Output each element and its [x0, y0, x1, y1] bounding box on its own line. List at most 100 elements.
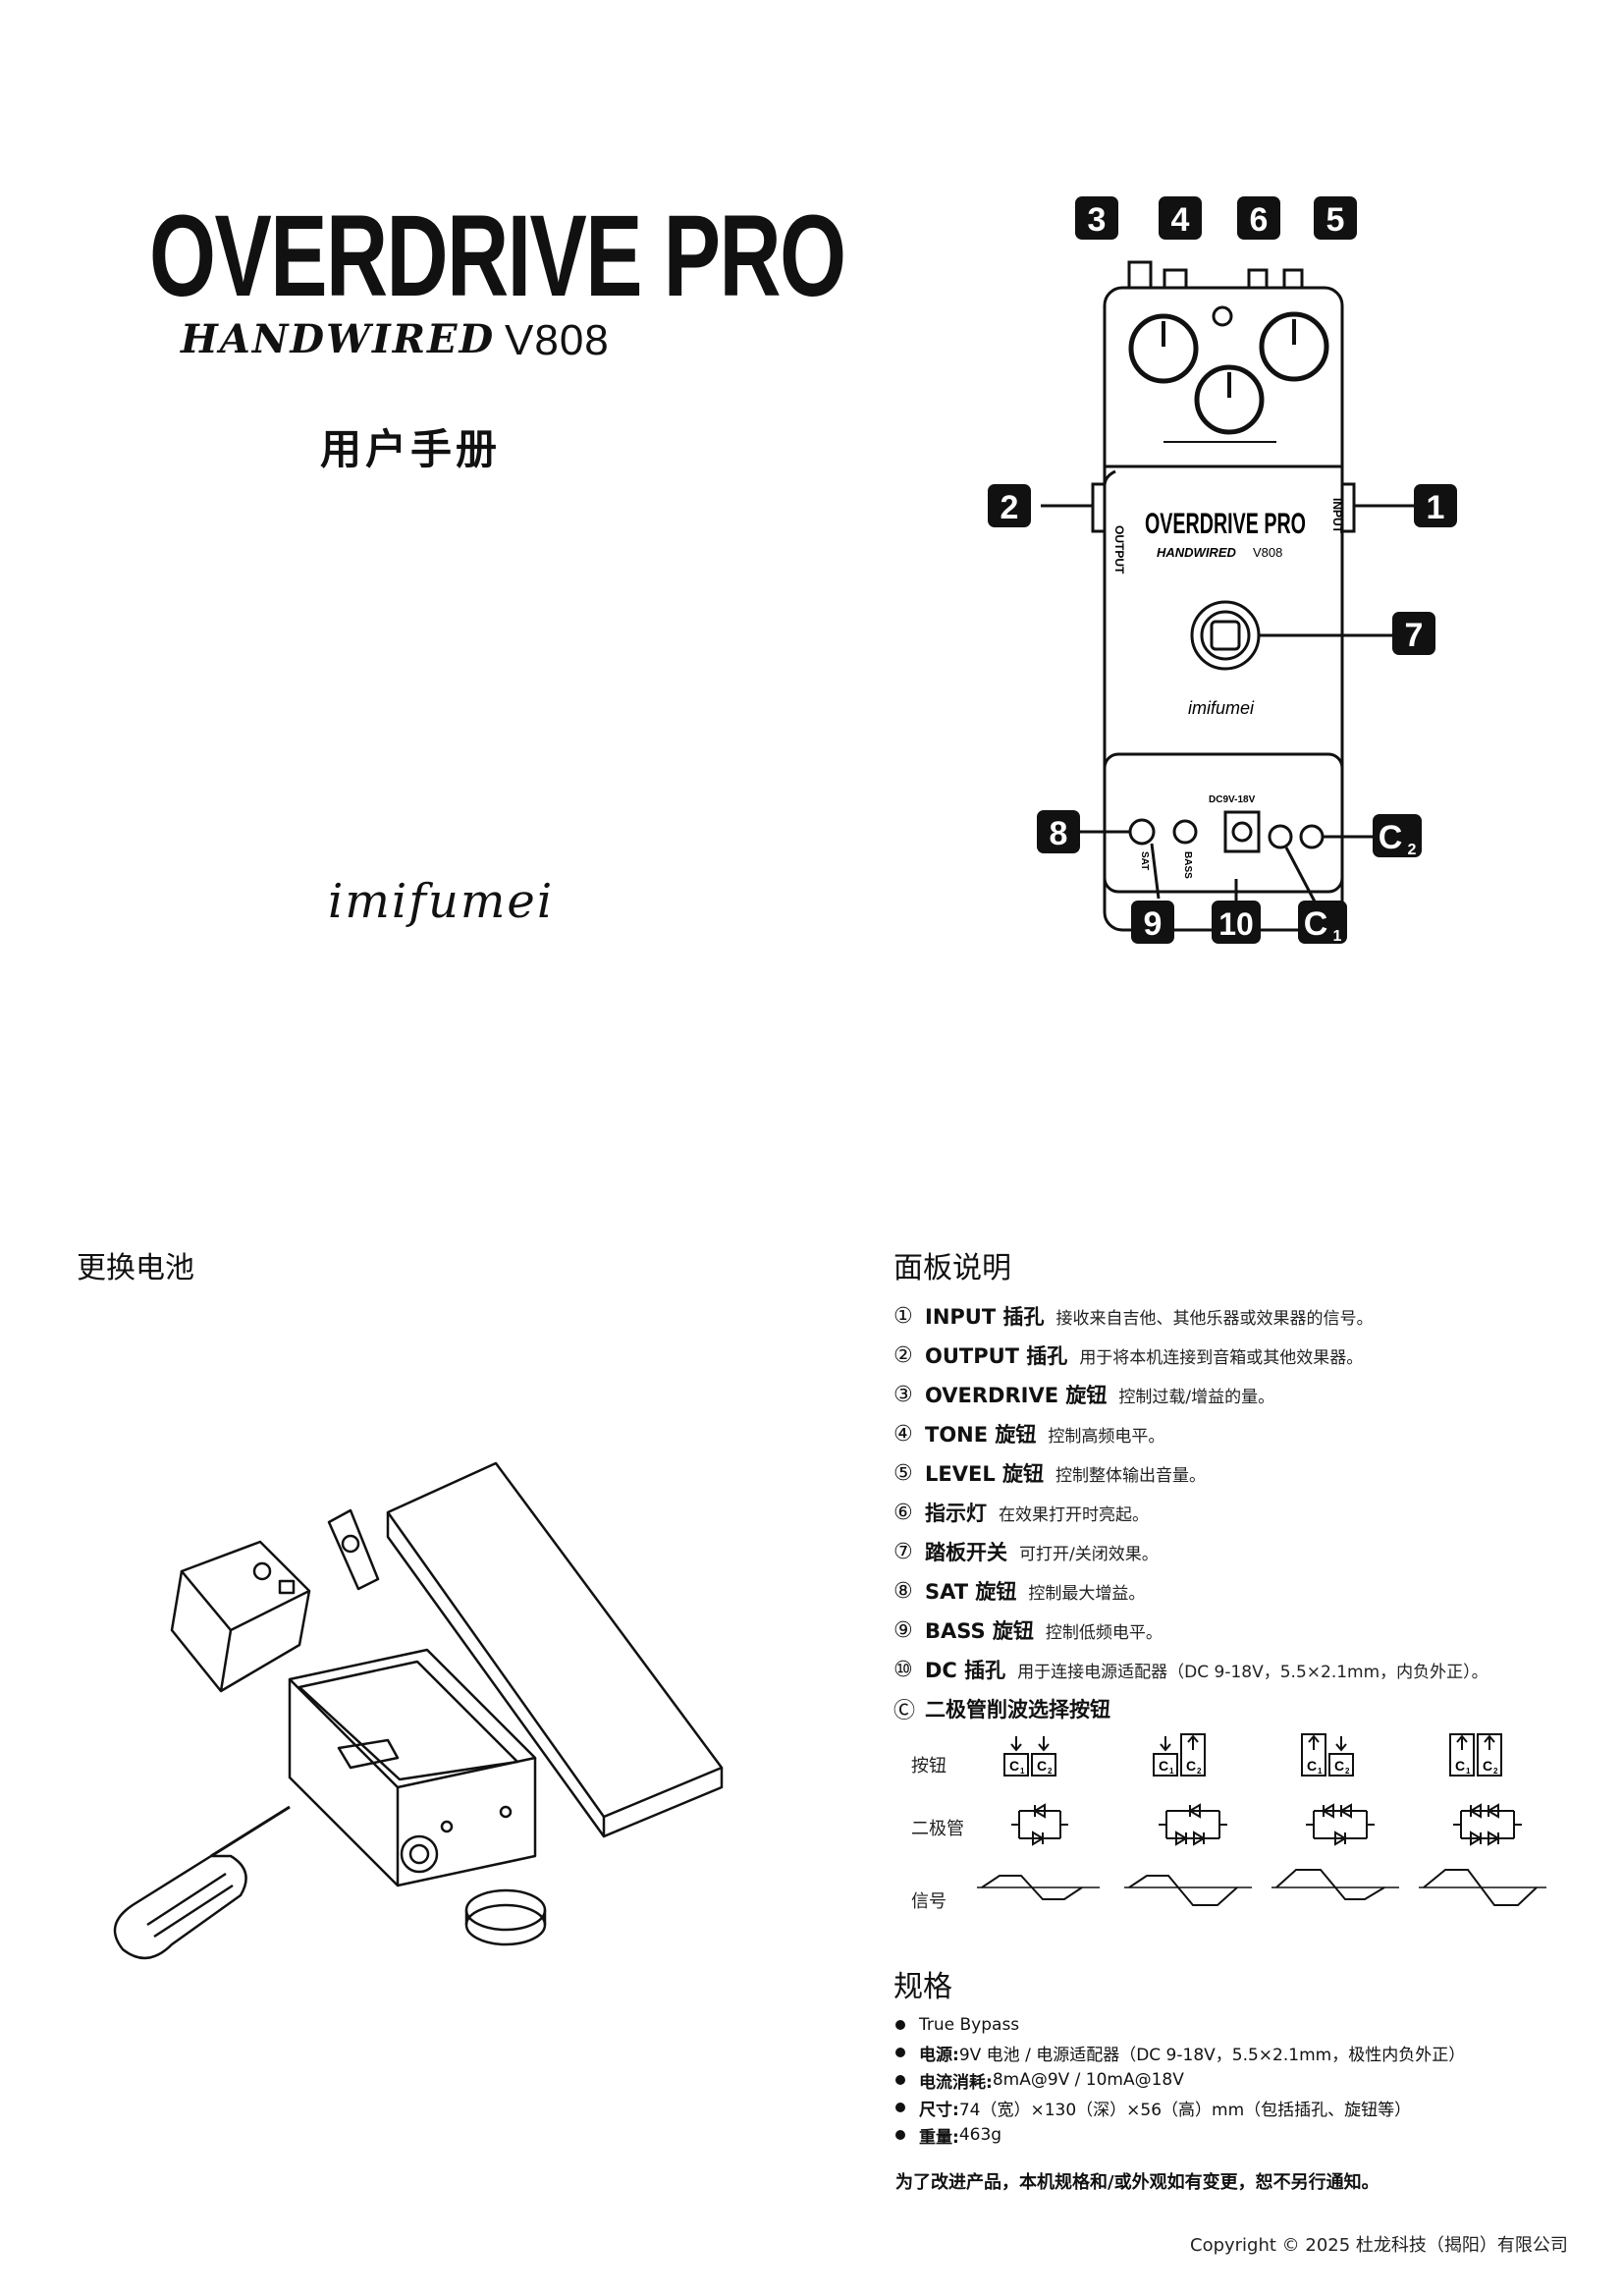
spec-list: True Bypass 电源:9V 电池 / 电源适配器（DC 9-18V，5.… [895, 2011, 1602, 2149]
svg-text:10: 10 [1218, 906, 1254, 942]
svg-text:2: 2 [1345, 1767, 1350, 1776]
svg-text:1: 1 [1427, 489, 1445, 526]
overdrive-knob [1128, 313, 1199, 384]
svg-text:C: C [1159, 1758, 1168, 1774]
side-jack [400, 1834, 439, 1874]
product-title: OVERDRIVE PRO [149, 191, 846, 321]
tone-knob [1194, 364, 1265, 435]
svg-text:4: 4 [1171, 201, 1190, 239]
svg-text:1: 1 [1169, 1767, 1174, 1776]
svg-text:C: C [1304, 905, 1328, 943]
row-label-signal: 信号 [911, 1891, 947, 1912]
bullet-icon [895, 2103, 905, 2112]
spec-item: 重量:463g [895, 2121, 1602, 2149]
bullet-icon [895, 2048, 905, 2057]
face-version: V808 [1253, 545, 1282, 560]
marker-6: 6 [1237, 196, 1280, 240]
product-version: V808 [505, 316, 610, 364]
marker-10: 10 [1212, 901, 1261, 944]
pedal-diagram: OUTPUT INPUT OVERDRIVE PRO HANDWIRED V80… [988, 196, 1457, 945]
brand-logo: imifumei [328, 874, 555, 929]
product-subtitle: HANDWIRED [181, 316, 496, 362]
face-logo: imifumei [1188, 698, 1255, 718]
row-label-button: 按钮 [911, 1756, 947, 1777]
top-jack [1127, 260, 1153, 290]
pedal-open-base [288, 1648, 537, 1789]
level-knob [1259, 311, 1329, 382]
spec-item: 尺寸:74（宽）×130（深）×56（高）mm（包括插孔、旋钮等） [895, 2094, 1602, 2121]
svg-text:7: 7 [1405, 617, 1424, 654]
svg-text:5: 5 [1326, 201, 1345, 239]
sat-label: SAT [1139, 851, 1150, 870]
c1-button [1268, 824, 1293, 849]
svg-text:8: 8 [1050, 815, 1068, 852]
pedal-side-panel [1103, 752, 1344, 894]
svg-text:C: C [1483, 1758, 1492, 1774]
svg-text:9: 9 [1144, 905, 1163, 943]
marker-1: 1 [1414, 484, 1457, 527]
c2-button [1299, 824, 1325, 849]
indicator-led [1212, 305, 1233, 327]
svg-text:C: C [1334, 1758, 1344, 1774]
svg-text:C: C [1379, 819, 1403, 856]
dc-label: DC9V-18V [1209, 794, 1256, 805]
battery [180, 1540, 311, 1632]
diode-networks [1011, 1803, 1522, 1846]
marker-3: 3 [1075, 196, 1118, 240]
marker-5: 5 [1314, 196, 1357, 240]
specs-section-title: 规格 [893, 1970, 952, 2004]
spec-notice: 为了改进产品，本机规格和/或外观如有变更，恕不另行通知。 [895, 2172, 1380, 2193]
svg-text:C: C [1455, 1758, 1465, 1774]
battery-section-title: 更换电池 [77, 1251, 194, 1285]
pedal-open-lid [386, 1461, 724, 1819]
spec-item: 电源:9V 电池 / 电源适配器（DC 9-18V，5.5×2.1mm，极性内负… [895, 2039, 1602, 2066]
svg-text:2: 2 [1048, 1767, 1053, 1776]
spec-item: 电流消耗:8mA@9V / 10mA@18V [895, 2066, 1602, 2094]
bullet-icon [895, 2020, 905, 2030]
svg-text:C: C [1009, 1758, 1019, 1774]
screwdriver-handle [113, 1854, 247, 1959]
bullet-icon [895, 2075, 905, 2085]
marker-7: 7 [1392, 612, 1435, 655]
svg-text:1: 1 [1318, 1767, 1323, 1776]
manual-title: 用户手册 [320, 425, 502, 473]
svg-text:1: 1 [1333, 928, 1342, 945]
pedal-body [1103, 286, 1344, 932]
marker-2: 2 [988, 484, 1031, 527]
svg-text:3: 3 [1088, 201, 1107, 239]
svg-text:C: C [1186, 1758, 1196, 1774]
spec-item: True Bypass [895, 2011, 1602, 2039]
marker-4: 4 [1159, 196, 1202, 240]
svg-text:C: C [1307, 1758, 1317, 1774]
row-label-diode: 二极管 [911, 1819, 964, 1839]
face-subtitle: HANDWIRED [1157, 545, 1236, 560]
input-label: INPUT [1330, 498, 1344, 534]
svg-text:1: 1 [1466, 1767, 1471, 1776]
bass-trim [1172, 819, 1198, 845]
marker-9: 9 [1131, 901, 1174, 944]
face-title: OVERDRIVE PRO [1145, 508, 1306, 540]
svg-text:2: 2 [1001, 489, 1019, 526]
svg-text:2: 2 [1493, 1767, 1498, 1776]
output-label: OUTPUT [1112, 525, 1126, 574]
output-jack [1091, 482, 1107, 533]
signal-waveforms [977, 1869, 1546, 1906]
battery-illustration [113, 1461, 724, 1959]
svg-text:6: 6 [1250, 201, 1269, 239]
